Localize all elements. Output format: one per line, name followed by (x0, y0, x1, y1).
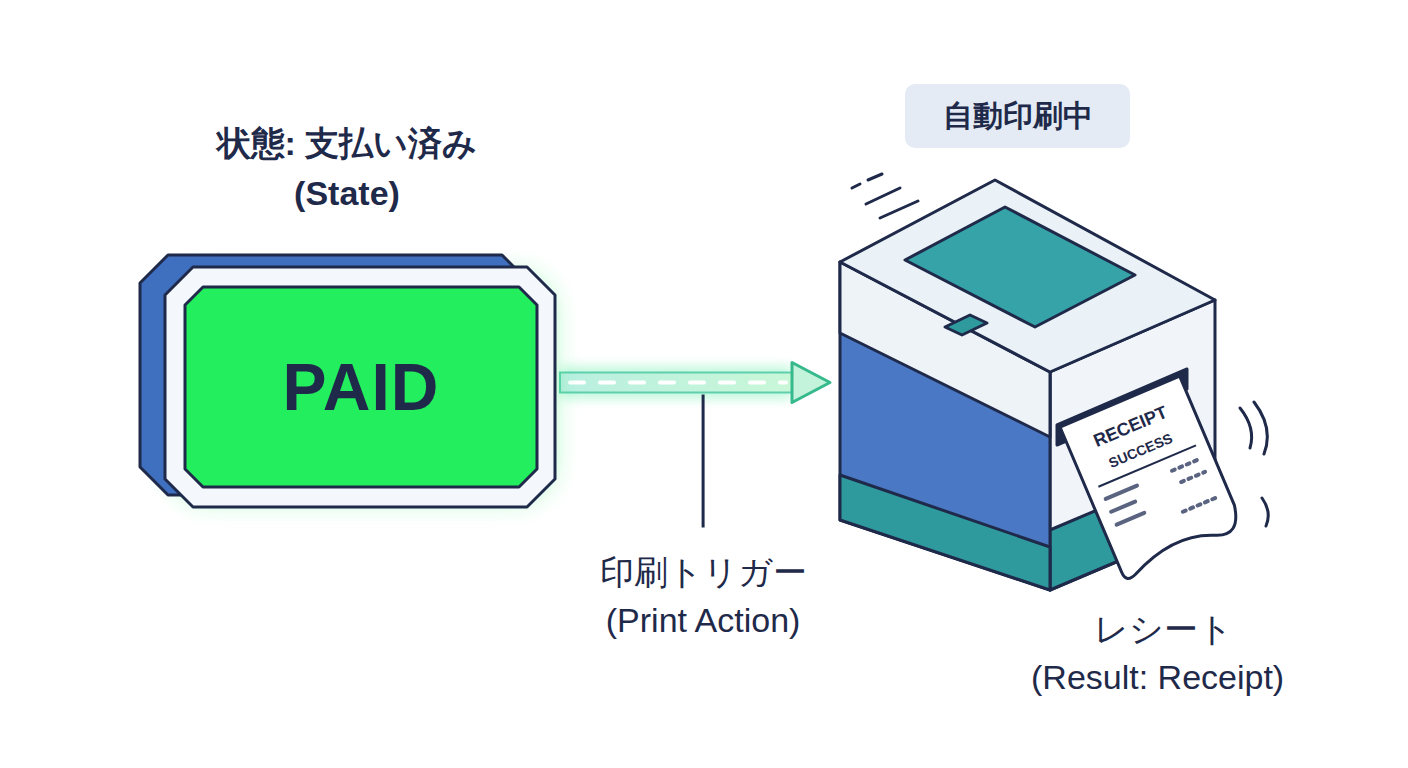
edge-label: 印刷トリガー (Print Action) (578, 548, 828, 644)
motion-line (866, 188, 900, 204)
state-block: 状態: 支払い済み (State)PAID (135, 255, 560, 510)
motion-line (868, 174, 882, 180)
motion-line (880, 201, 918, 218)
status-badge: 自動印刷中 (905, 84, 1130, 148)
arrow-pulse (570, 381, 786, 385)
vibration-arcs (1240, 402, 1268, 526)
receipt-lines (1106, 459, 1216, 538)
vibration-arc (1262, 498, 1268, 526)
printer-tab (945, 315, 987, 335)
arrow-head (792, 363, 830, 403)
receipt-line (1111, 502, 1135, 512)
state-heading: 状態: 支払い済み (State) (197, 118, 497, 218)
state-value: PAID (165, 347, 557, 427)
leader-line (702, 395, 705, 528)
vibration-arc (1254, 402, 1267, 454)
arrow-glow (560, 367, 792, 399)
flow-arrow (560, 363, 830, 528)
result-caption: レシート (Result: Receipt) (1031, 605, 1306, 701)
receipt-dots (1172, 459, 1200, 471)
motion-line (852, 184, 860, 188)
receipt-line (1106, 486, 1137, 499)
receipt-dots (1183, 498, 1216, 512)
printer-top (840, 180, 1215, 372)
printer-front-base (840, 475, 1050, 590)
printer-window (905, 207, 1135, 327)
receipt-paper (1060, 376, 1245, 580)
arrow-shaft (560, 373, 792, 393)
receipt-dots (1181, 472, 1205, 482)
receipt-line (1117, 513, 1145, 525)
vibration-arc (1240, 408, 1252, 448)
status-text: 自動印刷中 (905, 84, 1130, 148)
motion-lines (852, 174, 918, 218)
printer-illustration: レシート (Result: Receipt)RECEIPTSUCCESS (835, 175, 1215, 590)
